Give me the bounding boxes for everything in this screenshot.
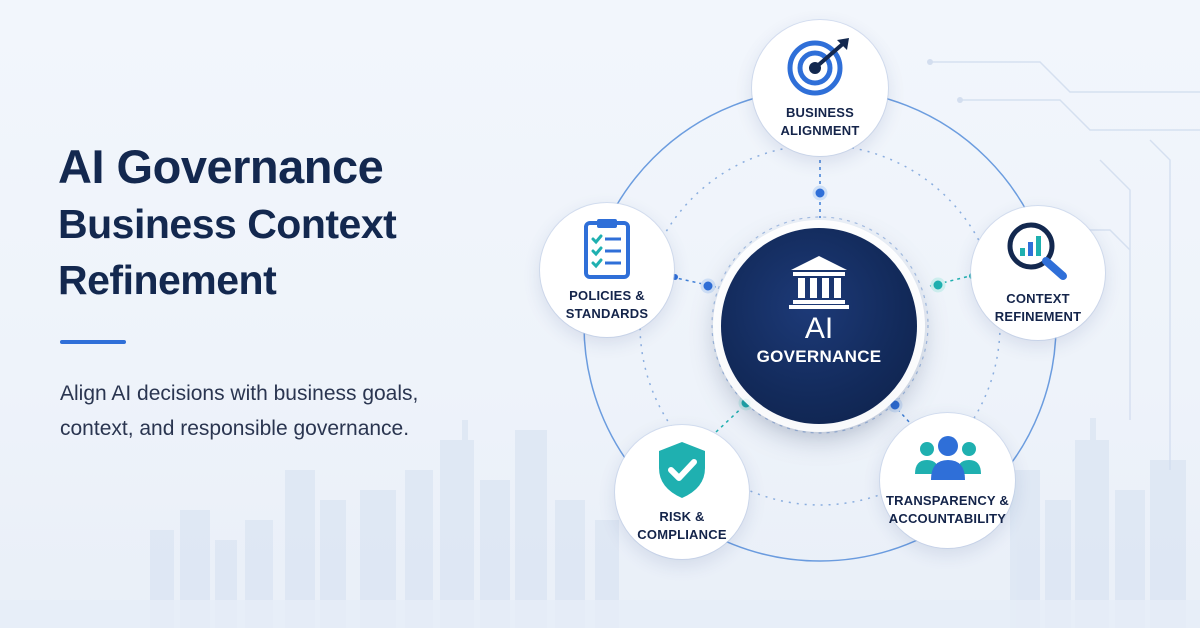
center-dashed-ring xyxy=(711,216,929,434)
node-risk-compliance: RISK & COMPLIANCE xyxy=(615,425,749,559)
center-ai-governance: AI GOVERNANCE xyxy=(721,228,917,424)
node-policies-standards: POLICIES & STANDARDS xyxy=(540,203,674,337)
node-label-line-2: COMPLIANCE xyxy=(637,527,727,542)
node-label-line-1: CONTEXT xyxy=(1006,291,1070,306)
headline: AI Governance Business Context Refinemen… xyxy=(58,138,528,308)
spoke-dot-policies xyxy=(700,278,716,294)
headline-line-1: AI Governance xyxy=(58,140,384,193)
target-arrow-icon xyxy=(787,38,849,96)
subtitle-line-2: context, and responsible governance. xyxy=(60,417,410,440)
node-label: CONTEXT REFINEMENT xyxy=(995,290,1082,326)
node-label-line-1: BUSINESS xyxy=(785,105,855,120)
center-label-line-1: AI xyxy=(804,312,834,345)
subtitle-line-1: Align AI decisions with business goals, xyxy=(60,382,419,405)
node-label: RISK & COMPLIANCE xyxy=(637,508,726,544)
node-label-line-1: RISK & xyxy=(659,509,705,524)
spoke-dot-business xyxy=(812,185,828,201)
node-context-refinement: CONTEXT REFINEMENT xyxy=(971,206,1105,340)
node-label: TRANSPARENCY & ACCOUNTABILITY xyxy=(886,492,1009,528)
spoke-dot-risk xyxy=(738,395,754,411)
node-label-line-2: REFINEMENT xyxy=(994,309,1082,324)
headline-line-3: Refinement xyxy=(58,257,277,303)
node-transparency-accountability: TRANSPARENCY & ACCOUNTABILITY xyxy=(880,413,1015,548)
shield-check-icon xyxy=(659,442,705,498)
node-business-alignment: BUSINESS ALIGNMENT xyxy=(752,20,888,156)
clipboard-checklist-icon xyxy=(584,219,630,279)
node-label-line-2: ACCOUNTABILITY xyxy=(888,510,1007,526)
node-label-line-1: TRANSPARENCY & xyxy=(886,492,1009,508)
people-group-icon xyxy=(914,435,981,480)
spoke-dot-context xyxy=(930,277,946,293)
node-label: POLICIES & STANDARDS xyxy=(566,287,648,323)
node-label-line-1: POLICIES & xyxy=(569,288,645,303)
node-label: BUSINESS ALIGNMENT xyxy=(780,104,859,140)
magnifier-chart-icon xyxy=(1007,222,1067,280)
subtitle: Align AI decisions with business goals, … xyxy=(60,376,490,446)
spoke-dot-transparency xyxy=(887,397,903,413)
accent-divider xyxy=(60,340,126,344)
government-building-icon xyxy=(789,256,849,309)
center-label-line-2: GOVERNANCE xyxy=(756,347,882,366)
node-label-line-2: ALIGNMENT xyxy=(780,123,860,138)
headline-line-2: Business Context xyxy=(58,201,397,247)
node-label-line-2: STANDARDS xyxy=(565,306,649,321)
